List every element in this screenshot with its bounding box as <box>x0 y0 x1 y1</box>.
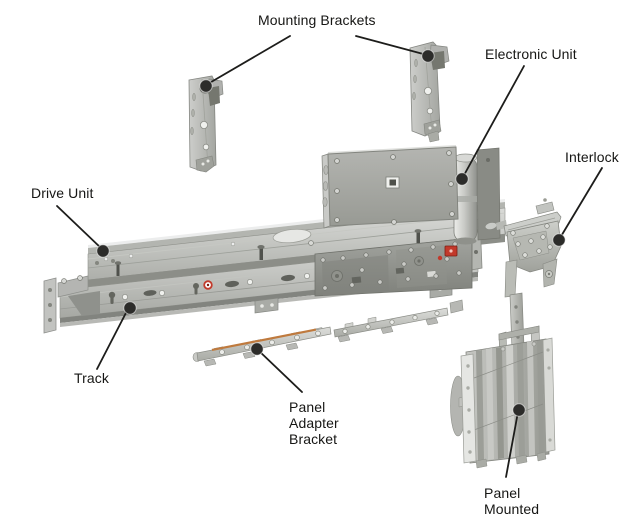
label-track: Track <box>74 370 109 386</box>
callout-line-electronic-unit <box>462 65 525 178</box>
panel-adapter-bracket-right-part <box>333 299 464 343</box>
callout-dot-electronic-unit <box>455 172 469 186</box>
callout-line-mounting-bracket-right <box>355 35 428 56</box>
callout-line-mounting-bracket-left <box>205 35 291 86</box>
callout-dot-interlock <box>552 233 566 247</box>
label-electronic-unit: Electronic Unit <box>485 46 577 62</box>
callout-line-panel-mounted <box>505 411 519 478</box>
label-mounting-brackets: Mounting Brackets <box>258 12 376 28</box>
label-panel-mounted: Panel Mounted <box>484 485 540 517</box>
callout-dot-panel-mounted <box>512 403 526 417</box>
label-drive-unit: Drive Unit <box>31 185 94 201</box>
callout-line-track <box>96 306 130 370</box>
label-panel-adapter-bracket: Panel Adapter Bracket <box>289 399 339 447</box>
callout-dot-track <box>123 301 137 315</box>
panel-adapter-bracket-left-part <box>192 326 332 367</box>
callout-line-interlock <box>559 167 603 239</box>
callout-dot-drive-unit <box>96 244 110 258</box>
label-interlock: Interlock <box>565 149 619 165</box>
mounting-bracket-right-part <box>409 41 450 143</box>
callout-dot-panel-adapter-bracket <box>250 342 264 356</box>
callout-line-drive-unit <box>56 205 103 250</box>
callout-dot-mounting-bracket-left <box>199 79 213 93</box>
interlock-part <box>484 198 562 350</box>
callout-line-panel-adapter-bracket <box>257 349 303 393</box>
panel-mounted-part <box>450 325 556 469</box>
callout-dot-mounting-bracket-right <box>421 49 435 63</box>
drive-mechanism-part <box>314 237 473 297</box>
